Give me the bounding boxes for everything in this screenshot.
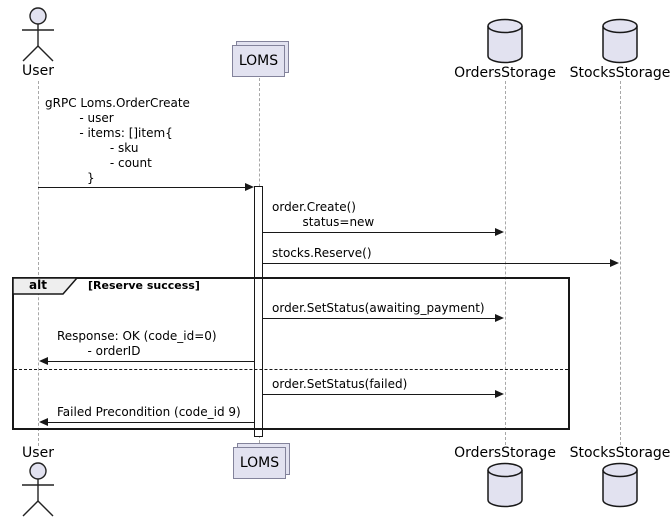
participant-label-user-top: User bbox=[22, 63, 54, 79]
message-label: gRPC Loms.OrderCreate - user - items: []… bbox=[45, 96, 190, 185]
message-label: order.SetStatus(failed) bbox=[272, 377, 408, 391]
arrowhead-right-icon bbox=[245, 183, 254, 191]
participant-box-loms-bottom: LOMS bbox=[233, 447, 286, 479]
message-label: order.SetStatus(awaiting_payment) bbox=[272, 301, 485, 315]
message-line bbox=[48, 361, 254, 362]
arrowhead-right-icon bbox=[495, 314, 504, 322]
actor-icon bbox=[22, 7, 54, 62]
alt-operator-tab bbox=[12, 277, 79, 295]
database-icon bbox=[487, 18, 523, 64]
arrowhead-left-icon bbox=[39, 418, 48, 426]
message-line bbox=[263, 318, 495, 319]
database-icon bbox=[602, 18, 638, 64]
alt-operator-label: alt bbox=[29, 278, 47, 292]
message-label: stocks.Reserve() bbox=[272, 246, 372, 260]
message-line bbox=[38, 187, 245, 188]
alt-else-divider bbox=[14, 369, 568, 370]
activation-bar-loms bbox=[254, 186, 263, 437]
message-line bbox=[263, 263, 610, 264]
message-label: Failed Precondition (code_id 9) bbox=[57, 405, 241, 419]
message-line bbox=[48, 422, 254, 423]
participant-label-loms-bottom: LOMS bbox=[239, 455, 280, 471]
arrowhead-right-icon bbox=[495, 228, 504, 236]
message-line bbox=[263, 394, 495, 395]
lifeline-stocks-storage bbox=[620, 81, 621, 445]
participant-label-loms-top: LOMS bbox=[238, 53, 279, 69]
actor-icon bbox=[22, 462, 54, 517]
participant-label-orders-bottom: OrdersStorage bbox=[454, 445, 556, 461]
message-label: Response: OK (code_id=0) - orderID bbox=[57, 329, 217, 358]
participant-label-user-bottom: User bbox=[22, 445, 54, 461]
alt-fragment bbox=[12, 277, 570, 430]
database-icon bbox=[487, 462, 523, 508]
arrowhead-left-icon bbox=[39, 357, 48, 365]
participant-label-orders-top: OrdersStorage bbox=[454, 65, 556, 81]
participant-box-loms-top: LOMS bbox=[232, 45, 285, 77]
message-label: order.Create() status=new bbox=[272, 200, 375, 229]
alt-guard-label: [Reserve success] bbox=[88, 279, 200, 292]
participant-label-stocks-top: StocksStorage bbox=[569, 65, 671, 81]
participant-label-stocks-bottom: StocksStorage bbox=[569, 445, 671, 461]
lifeline-user bbox=[38, 81, 39, 446]
arrowhead-right-icon bbox=[610, 259, 619, 267]
arrowhead-right-icon bbox=[495, 390, 504, 398]
database-icon bbox=[602, 462, 638, 508]
message-line bbox=[263, 232, 495, 233]
